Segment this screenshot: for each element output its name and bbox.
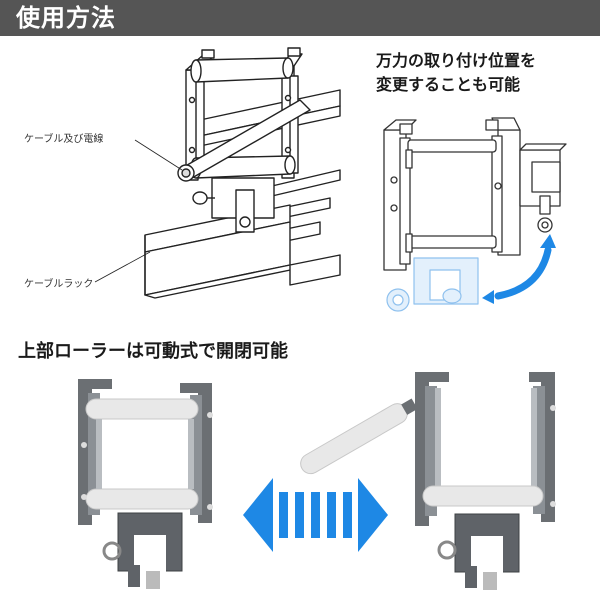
- vise-caption-line2: 変更することも可能: [376, 75, 521, 94]
- cable-rack-diagram: [94, 47, 341, 299]
- roller-bracket-closed: [78, 379, 213, 589]
- roller-bracket-open: [300, 372, 556, 590]
- vise-caption-line1: 万力の取り付け位置を: [376, 51, 537, 70]
- vise-reposition-diagram: [383, 117, 567, 312]
- page-title: 使用方法: [16, 4, 116, 32]
- section-heading-movable-roller: 上部ローラーは可動式で開閉可能: [18, 341, 288, 362]
- cable-rack-label: ケーブルラック: [24, 279, 94, 290]
- cable-label: ケーブル及び電線: [24, 134, 104, 145]
- header-bar: 使用方法: [0, 0, 600, 36]
- open-close-arrow-icon: [243, 478, 388, 552]
